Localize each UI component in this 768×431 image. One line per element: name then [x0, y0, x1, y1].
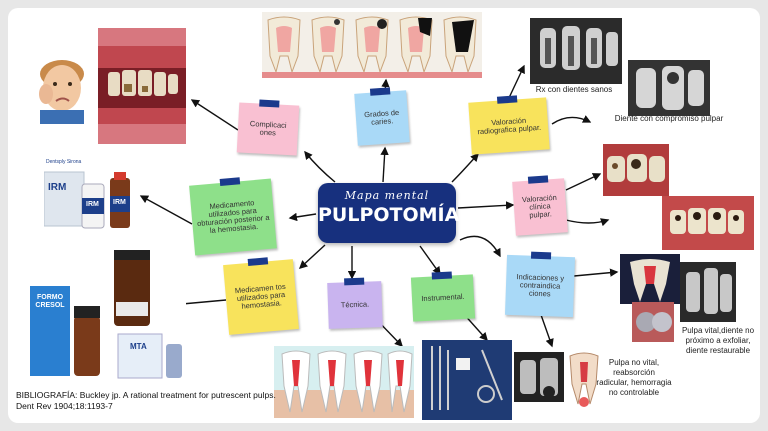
xray-no-vital	[514, 352, 564, 402]
arrow-radiografica-to-rx	[507, 64, 525, 101]
caries-grades-illustration	[262, 12, 482, 78]
formocresol-label: FORMO CRESOL	[35, 294, 65, 309]
note-indicaciones: Indicaciones y contraindica ciones	[504, 251, 576, 318]
arrow-to-med-hemostasia	[298, 244, 326, 269]
irm-product-photo: Dentsply Sirona IRM IRM IRM	[44, 158, 136, 232]
central-title: PULPOTOMÍA	[318, 204, 460, 226]
note-valoracion-radiografica: Valoración radiografica pulpar.	[468, 95, 550, 155]
note-grados-text: Grados de caries.	[363, 107, 400, 127]
xray-compromised-tooth	[628, 60, 710, 116]
arrow-to-complicaciones	[304, 150, 336, 183]
dentsply-label: Dentsply Sirona	[46, 159, 82, 165]
arrow-to-grados	[380, 146, 389, 183]
bibliography: BIBLIOGRAFÍA: Buckley jp. A rational tre…	[16, 390, 276, 411]
tooth-abscess-illustration	[564, 350, 604, 408]
caption-pulpa-no-vital: Pulpa no vital, reabsorción radicular, h…	[596, 358, 672, 397]
central-subtitle: Mapa mental	[344, 189, 430, 202]
note-complicaciones-text: Complicaci ones	[249, 119, 287, 138]
arrow-to-radiografica	[451, 152, 479, 183]
caption-compromiso-pulpar: Diente con compromiso pulpar	[614, 114, 724, 123]
note-instrumental: Instrumental.	[410, 271, 476, 322]
note-tecnica: Técnica.	[327, 277, 383, 329]
note-clinica-text: Valoración clínica pulpar.	[521, 192, 558, 220]
arrow-to-instrumental	[419, 245, 441, 276]
technique-illustration	[274, 346, 414, 418]
pulp-anatomy-illustration	[620, 254, 680, 304]
child-toothache-photo	[26, 46, 98, 124]
irm-box-label: IRM	[48, 182, 67, 193]
note-obturacion-text: Medicamento utilizados para obturación p…	[196, 198, 270, 236]
note-valoracion-clinica: Valoración clínica pulpar.	[512, 175, 568, 236]
arrow-indicaciones-to-novital	[539, 311, 554, 348]
instruments-photo	[422, 340, 512, 420]
formocresol-mta-photo: FORMO CRESOL MTA	[30, 250, 186, 384]
arrow-to-clinica	[457, 201, 515, 210]
arrow-clinica-to-photo1	[565, 173, 602, 191]
clinical-caries-photo-1	[603, 144, 669, 196]
note-complicaciones: Complicaci ones	[236, 99, 300, 156]
note-medicamentos-hemostasia: Medicamen tos utilizados para hemostasia…	[223, 257, 299, 335]
arrow-to-indicaciones	[459, 235, 501, 258]
caption-pulpa-vital: Pulpa vital,diente no próximo a exfoliar…	[681, 326, 755, 355]
arrow-indicaciones-to-vital	[573, 268, 619, 277]
xray-indications	[680, 262, 736, 322]
damaged-teeth-photo	[98, 28, 186, 144]
note-grados-caries: Grados de caries.	[354, 87, 410, 146]
mta-label: MTA	[130, 342, 147, 351]
arrow-to-med-obturacion	[288, 212, 317, 222]
caption-rx-sanos: Rx con dientes sanos	[535, 85, 613, 94]
irm-bottle-label: IRM	[86, 201, 99, 208]
xray-healthy-teeth	[530, 18, 622, 84]
arrow-obturacion-to-irm	[139, 195, 193, 225]
note-instrumental-text: Instrumental.	[421, 291, 465, 304]
arrow-clinica-to-photo2	[565, 218, 610, 227]
note-tecnica-text: Técnica.	[340, 299, 370, 310]
note-medicamento-obturacion: Medicamento utilizados para obturación p…	[189, 177, 277, 256]
arrow-radiografica-to-compromiso	[551, 115, 592, 125]
central-topic: Mapa mental PULPOTOMÍA	[318, 183, 460, 243]
note-indicaciones-text: Indicaciones y contraindica ciones	[516, 272, 565, 299]
irm-liquid-label: IRM	[113, 199, 126, 206]
clinical-caries-photo-2	[662, 196, 754, 250]
arrow-complicaciones-to-photo	[190, 99, 239, 131]
note-hemostasia-text: Medicamen tos utilizados para hemostasia…	[234, 281, 286, 311]
note-radiografica-text: Valoración radiografica pulpar.	[477, 115, 542, 137]
steel-crown-photo	[632, 302, 674, 342]
